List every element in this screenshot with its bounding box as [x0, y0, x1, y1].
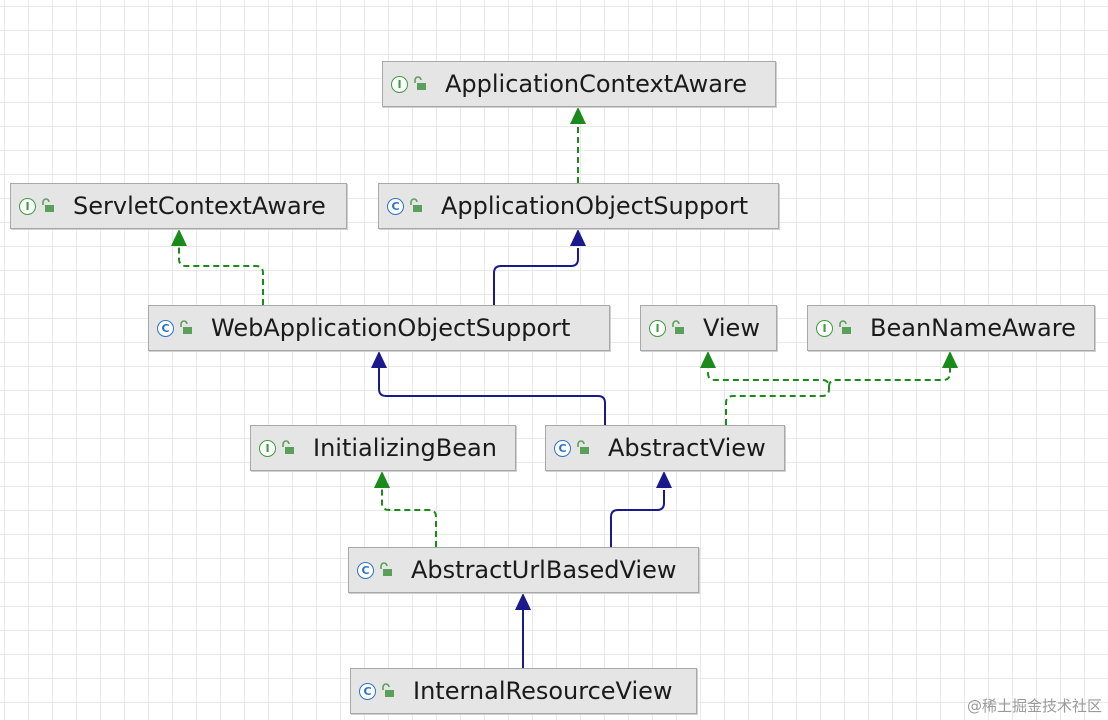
interface-icon: I	[19, 197, 36, 215]
edge-extends-abstract_view-to-web_application_object_support	[378, 367, 606, 425]
node-application-context-aware[interactable]: I ApplicationContextAware	[382, 61, 776, 107]
lock-icon	[379, 682, 395, 700]
watermark: @稀土掘金技术社区	[966, 697, 1102, 715]
lock-icon	[574, 439, 590, 457]
node-abstract-view[interactable]: C AbstractView	[545, 425, 785, 471]
interface-icon: I	[649, 319, 666, 337]
edge-implements-abstract_url_based_view-to-initializing_bean	[381, 488, 437, 547]
lock-icon	[669, 319, 685, 337]
node-label: WebApplicationObjectSupport	[211, 314, 571, 342]
node-web-application-object-support[interactable]: C WebApplicationObjectSupport	[148, 305, 610, 351]
arrowhead-implements	[374, 471, 390, 488]
node-view[interactable]: I View	[640, 305, 777, 351]
node-bean-name-aware[interactable]: I BeanNameAware	[807, 305, 1095, 351]
arrowhead-implements	[700, 351, 716, 368]
node-label: AbstractView	[608, 434, 766, 462]
node-servlet-context-aware[interactable]: I ServletContextAware	[10, 183, 347, 229]
arrowhead-implements	[570, 107, 586, 124]
class-icon: C	[157, 319, 174, 337]
node-label: InitializingBean	[313, 434, 497, 462]
arrowhead-extends	[515, 593, 531, 610]
node-abstract-url-based-view[interactable]: C AbstractUrlBasedView	[348, 547, 699, 593]
edge-implements-web_application_object_support-to-servlet_context_aware	[178, 245, 264, 305]
lock-icon	[279, 439, 295, 457]
lock-icon	[377, 561, 393, 579]
arrowhead-implements	[171, 229, 187, 246]
arrowhead-extends	[656, 471, 672, 488]
node-label: View	[703, 314, 760, 342]
lock-icon	[407, 197, 423, 215]
lock-icon	[39, 197, 55, 215]
lock-icon	[836, 319, 852, 337]
interface-icon: I	[391, 75, 408, 93]
node-label: ApplicationContextAware	[445, 70, 748, 98]
edge-implements-abstract_view-to-bean_name_aware	[828, 367, 951, 388]
edge-implements-abstract_view-to-view	[707, 367, 830, 425]
arrowhead-extends	[570, 229, 586, 246]
interface-icon: I	[816, 319, 833, 337]
node-label: ServletContextAware	[73, 192, 326, 220]
arrowhead-implements	[942, 351, 958, 368]
node-initializing-bean[interactable]: I InitializingBean	[250, 425, 516, 471]
node-label: ApplicationObjectSupport	[441, 192, 749, 220]
class-icon: C	[554, 439, 571, 457]
edge-extends-abstract_url_based_view-to-abstract_view	[610, 490, 665, 547]
node-internal-resource-view[interactable]: C InternalResourceView	[350, 668, 697, 714]
node-application-object-support[interactable]: C ApplicationObjectSupport	[378, 183, 779, 229]
interface-icon: I	[259, 439, 276, 457]
class-icon: C	[357, 561, 374, 579]
node-label: AbstractUrlBasedView	[411, 556, 677, 584]
node-label: InternalResourceView	[413, 677, 673, 705]
node-label: BeanNameAware	[870, 314, 1076, 342]
edge-extends-web_application_object_support-to-application_object_support	[493, 248, 579, 305]
class-icon: C	[359, 682, 376, 700]
lock-icon	[411, 75, 427, 93]
arrowhead-extends	[371, 351, 387, 368]
class-icon: C	[387, 197, 404, 215]
lock-icon	[177, 319, 193, 337]
